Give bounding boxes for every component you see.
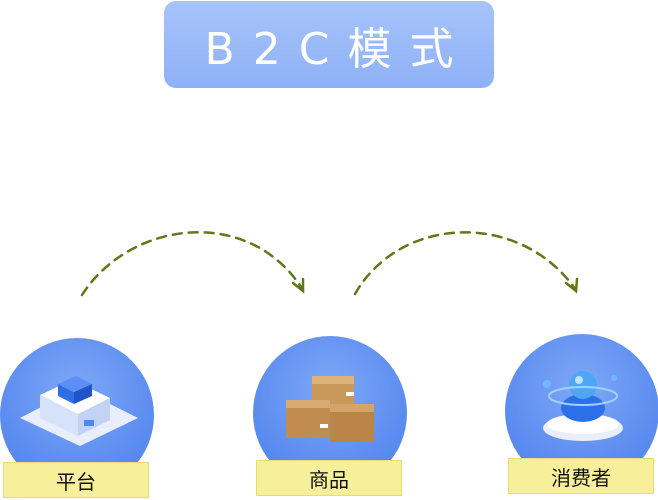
arrowhead-1 xyxy=(291,277,305,294)
consumer-figure-icon xyxy=(543,371,623,441)
node-goods: 商品 xyxy=(253,336,407,496)
arrow-platform-to-goods xyxy=(80,231,305,297)
arrow-goods-to-consumer xyxy=(353,231,578,296)
node-label-consumer: 消费者 xyxy=(508,458,654,494)
node-label-platform: 平台 xyxy=(3,462,149,498)
boxes-icon xyxy=(286,376,374,442)
node-platform: 平台 xyxy=(0,338,154,498)
node-consumer: 消费者 xyxy=(505,334,658,494)
diagram-title: B2C模式 xyxy=(164,1,494,88)
node-label-goods: 商品 xyxy=(256,460,402,496)
arrowhead-2 xyxy=(564,277,579,294)
platform-cube-icon xyxy=(20,376,138,446)
